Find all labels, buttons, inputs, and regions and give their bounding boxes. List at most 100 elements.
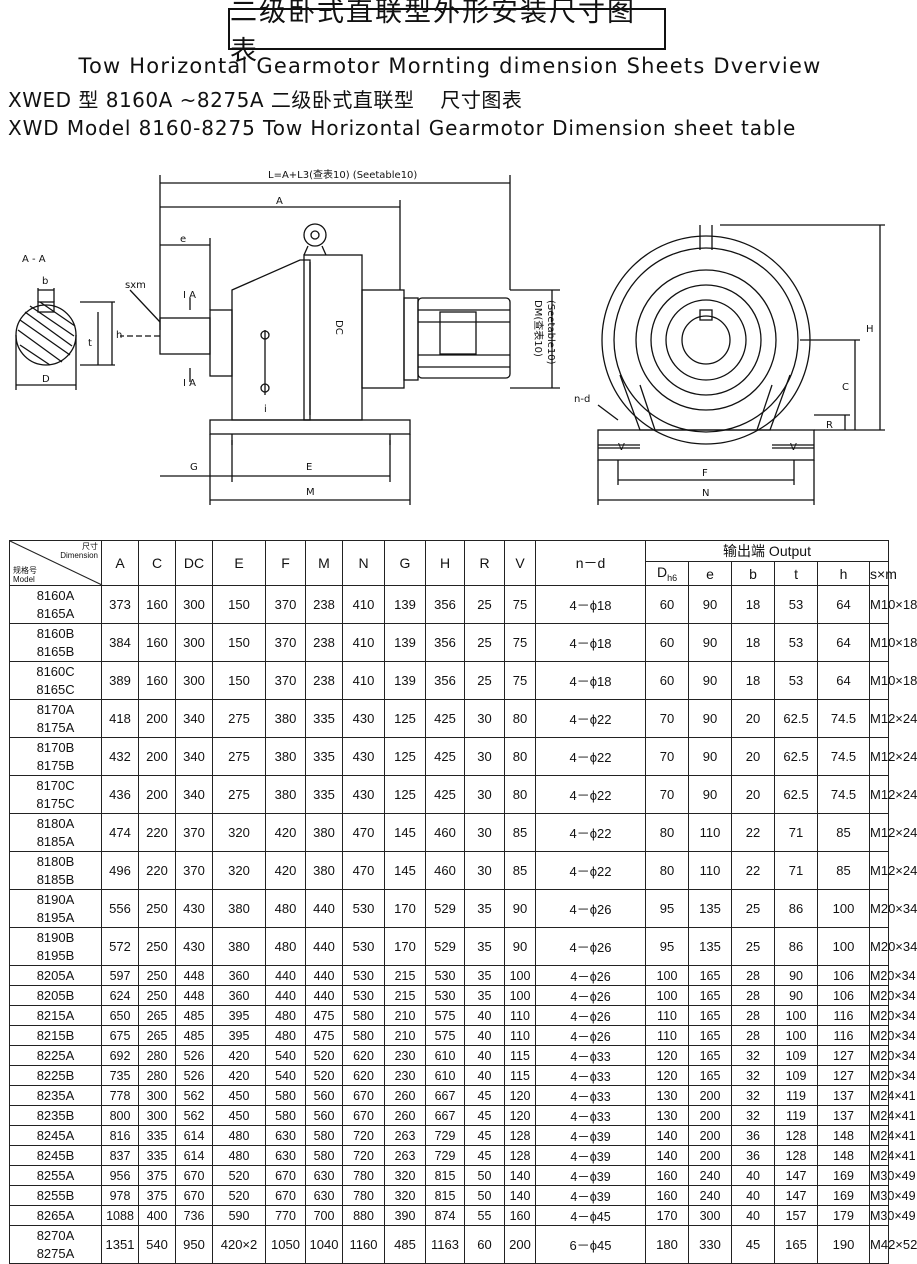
value-cell: 670 [342,1085,385,1106]
value-cell: 170 [384,889,426,928]
value-cell: 597 [101,965,139,986]
model-name: 8165B [36,643,75,659]
value-cell: 40 [464,1005,505,1026]
value-cell: 430 [342,699,385,738]
value-cell: 30 [464,775,505,814]
value-cell: 956 [101,1165,139,1186]
value-cell: 80 [504,699,536,738]
value-cell: 71 [774,851,819,890]
value-cell: 667 [425,1085,465,1106]
value-cell: 575 [425,1005,465,1026]
value-cell: 120 [645,1045,690,1066]
value-cell: 119 [774,1085,819,1106]
value-cell: 116 [817,1005,871,1026]
value-cell: 675 [101,1025,139,1046]
value-cell: 650 [101,1005,139,1026]
value-cell: 425 [425,775,465,814]
model-name: 8185B [36,871,75,887]
value-cell: 265 [138,1005,176,1026]
model-name: 8160A [36,587,75,603]
value-cell: 30 [464,851,505,890]
value-cell: 770 [265,1205,306,1226]
model-name: 8165A [36,605,75,621]
value-cell: 139 [384,661,426,700]
value-cell: 35 [464,965,505,986]
value-cell: 120 [645,1065,690,1086]
value-cell: 720 [342,1125,385,1146]
value-cell: 480 [265,889,306,928]
value-cell: M24×41 [869,1125,916,1146]
value-cell: 20 [731,699,776,738]
value-cell: M10×18 [869,585,917,624]
value-cell: 127 [817,1045,871,1066]
model-name: 8190A [36,891,75,907]
value-cell: 165 [774,1225,819,1264]
value-cell: 128 [774,1125,819,1146]
value-cell: 480 [212,1145,266,1166]
value-cell: 880 [342,1205,385,1226]
model-name: 8205B [36,987,75,1003]
value-cell: 45 [464,1085,505,1106]
value-cell: 837 [101,1145,139,1166]
header-t: t [774,561,819,586]
value-cell: 139 [384,623,426,662]
label-b: b [42,276,48,287]
value-cell: 4－ϕ18 [534,661,647,700]
model-name: 8245A [36,1127,75,1143]
value-cell: 160 [645,1165,690,1186]
value-cell: 370 [265,623,306,662]
value-cell: 22 [731,813,776,852]
value-cell: 692 [101,1045,139,1066]
header-N: N [342,540,385,586]
label-D: D [42,374,50,385]
value-cell: 110 [504,1025,536,1046]
value-cell: 335 [305,699,343,738]
model-cell: 8225A [9,1045,102,1066]
value-cell: 74.5 [817,699,871,738]
value-cell: 580 [342,1025,385,1046]
value-cell: 540 [265,1065,306,1086]
value-cell: 300 [138,1085,176,1106]
value-cell: 470 [342,813,385,852]
header-C: C [138,540,176,586]
value-cell: 630 [265,1125,306,1146]
value-cell: 115 [504,1045,536,1066]
value-cell: 1050 [265,1225,306,1264]
value-cell: 410 [342,661,385,700]
value-cell: 735 [101,1065,139,1086]
value-cell: 610 [425,1065,465,1086]
value-cell: 300 [175,623,213,662]
value-cell: 25 [731,889,776,928]
value-cell: 320 [212,851,266,890]
value-cell: 125 [384,737,426,776]
value-cell: 165 [688,1005,733,1026]
value-cell: 85 [504,851,536,890]
header-G: G [384,540,426,586]
value-cell: 90 [504,889,536,928]
value-cell: M20×34 [869,1025,916,1046]
value-cell: 238 [305,623,343,662]
value-cell: 60 [645,661,690,700]
header-F: F [265,540,306,586]
value-cell: 80 [504,775,536,814]
value-cell: 485 [175,1005,213,1026]
value-cell: 220 [138,813,176,852]
value-cell: 180 [645,1225,690,1264]
value-cell: 4－ϕ18 [534,623,647,662]
value-cell: 480 [265,1025,306,1046]
value-cell: 90 [504,927,536,966]
value-cell: 280 [138,1045,176,1066]
label-section-top: I A [183,290,196,301]
value-cell: 380 [265,775,306,814]
value-cell: 4－ϕ26 [534,1025,647,1046]
value-cell: 215 [384,965,426,986]
label-section-bottom: I A [183,378,196,389]
value-cell: 340 [175,737,213,776]
value-cell: 430 [342,737,385,776]
value-cell: 40 [731,1165,776,1186]
label-seetable: (Seetable10) [545,300,556,365]
